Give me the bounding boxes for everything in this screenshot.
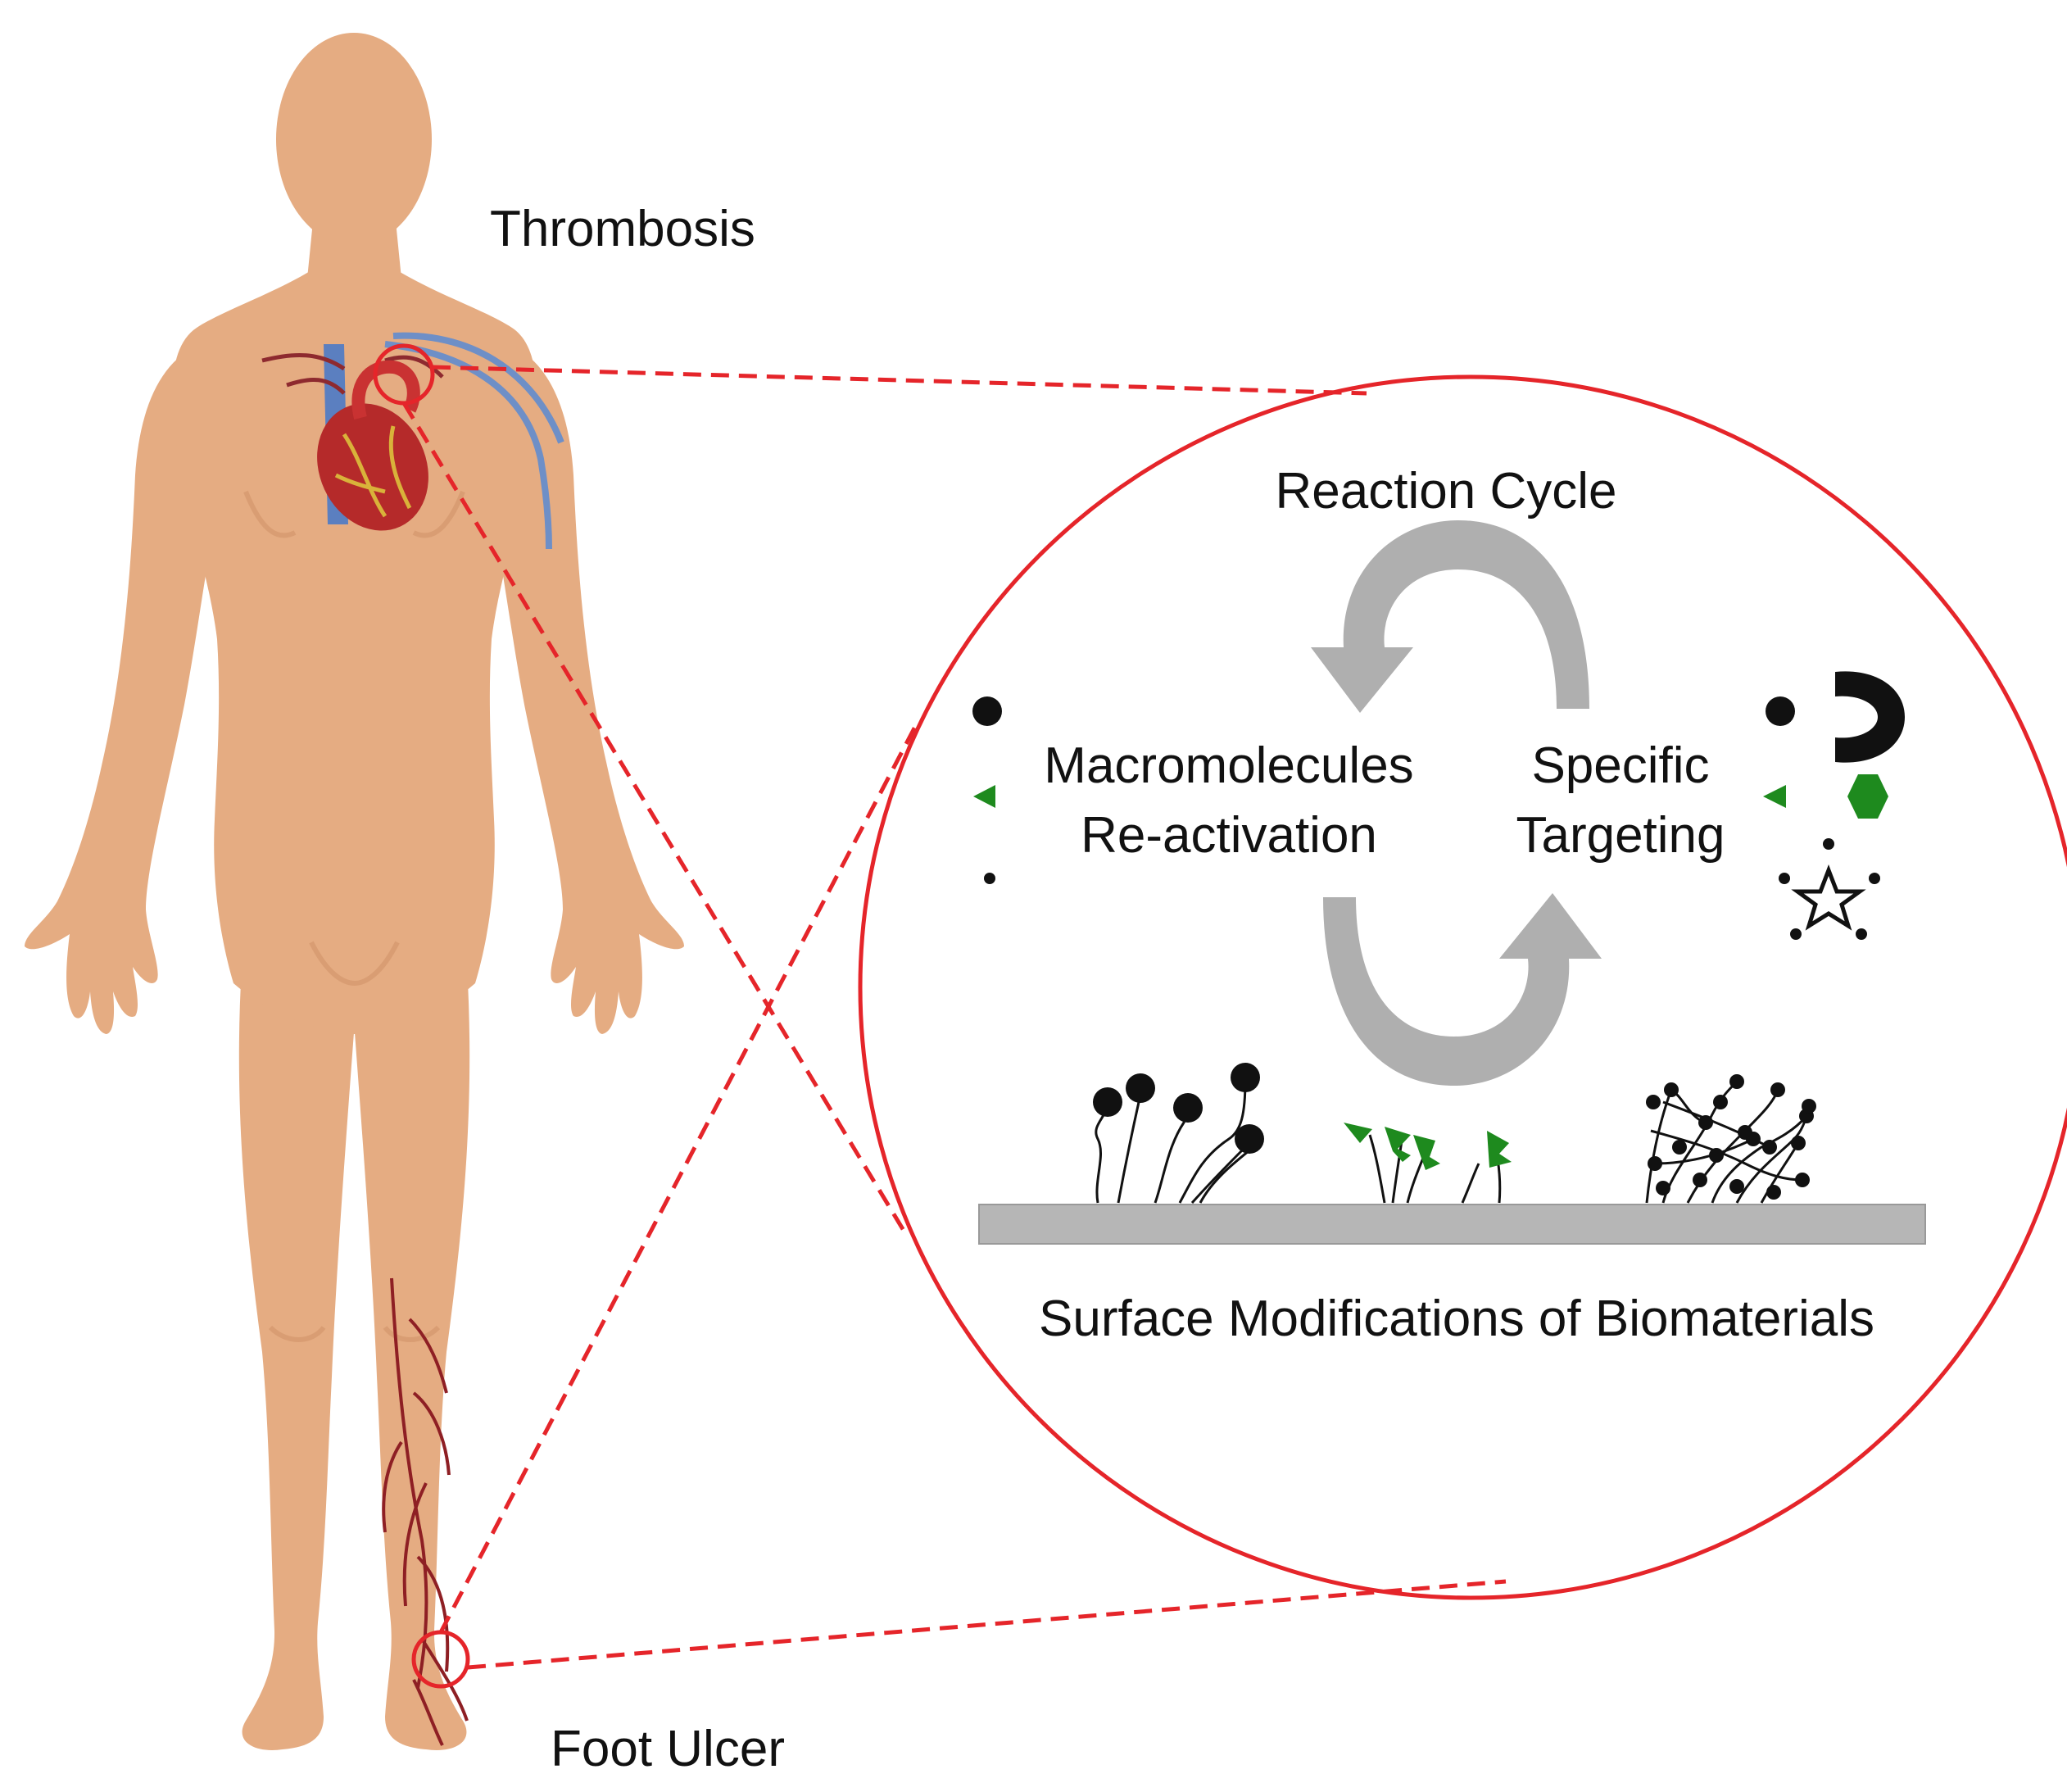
right-leg xyxy=(355,967,470,1750)
small-dot-icon xyxy=(984,873,995,884)
blue-vessels xyxy=(384,332,564,550)
zoom-detail-circle xyxy=(858,374,2067,1600)
cycle-arrows-icon xyxy=(1311,520,1602,1086)
heart-anatomy-icon xyxy=(261,332,564,550)
right-arm xyxy=(494,344,684,1034)
red-arteries xyxy=(261,353,444,395)
foot-ulcer-label: Foot Ulcer xyxy=(551,1721,785,1777)
human-body-silhouette xyxy=(25,33,684,1750)
receptor-arc-icon xyxy=(1835,671,1905,763)
green-triangle-icon xyxy=(973,785,995,808)
torso xyxy=(172,270,537,1034)
heart-coronary xyxy=(334,425,412,518)
black-dot-icon xyxy=(1766,696,1795,726)
left-leg xyxy=(238,967,354,1750)
green-triangle-icon xyxy=(1763,785,1786,808)
targeting-label: Targeting xyxy=(1516,807,1725,864)
green-ligand-brush-icon xyxy=(1344,1123,1512,1204)
crosslinked-network-icon xyxy=(1645,1074,1816,1204)
star-ligand-icon xyxy=(1779,838,1880,940)
left-arm xyxy=(25,344,215,1034)
biomaterial-surface xyxy=(978,1204,1926,1245)
black-polymer-brush-icon xyxy=(1093,1063,1264,1204)
upper-cycle-arrow xyxy=(1311,520,1589,713)
black-dot-icon xyxy=(972,696,1002,726)
leg-vein-network xyxy=(382,1277,469,1746)
torso-shading xyxy=(243,490,465,986)
thrombosis-label: Thrombosis xyxy=(490,201,755,257)
green-hexagon-icon xyxy=(1847,774,1888,819)
aorta-arch xyxy=(351,360,420,420)
head xyxy=(276,33,432,246)
reactivation-label: Re-activation xyxy=(1081,807,1377,864)
specific-label: Specific xyxy=(1531,737,1709,794)
zoom-dashed-lines xyxy=(401,365,1507,1670)
lower-cycle-arrow xyxy=(1323,893,1602,1086)
right-molecule-icons xyxy=(1763,671,1905,940)
surface-modifications-label: Surface Modifications of Biomaterials xyxy=(1039,1291,1874,1347)
reaction-cycle-label: Reaction Cycle xyxy=(1276,463,1617,519)
macromolecules-label: Macromolecules xyxy=(1044,737,1413,794)
knee-shading xyxy=(268,1325,441,1342)
left-molecule-icons xyxy=(972,696,1002,884)
